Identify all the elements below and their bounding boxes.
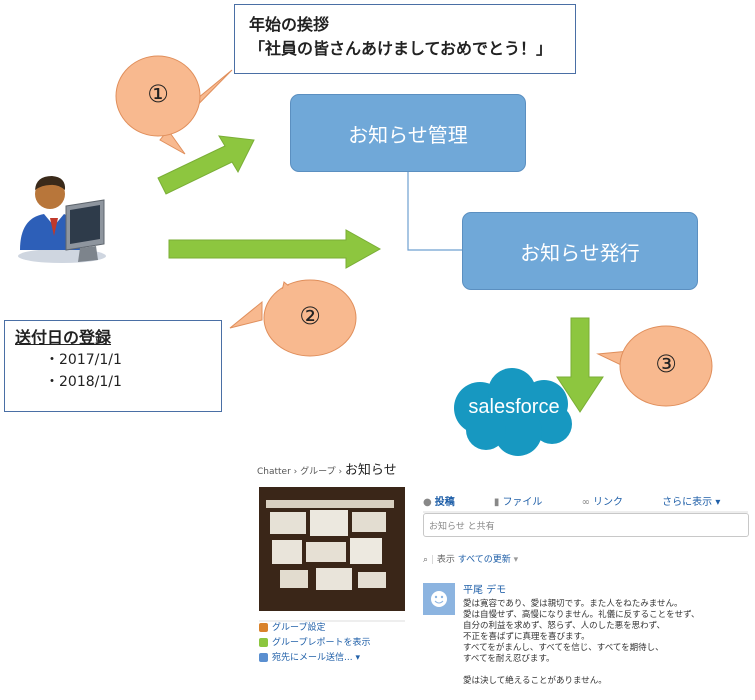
arrow-down-to-salesforce: [556, 317, 604, 413]
salesforce-logo-text: salesforce: [468, 396, 560, 418]
post-line: 不正を喜ばずに真理を喜びます。: [463, 632, 590, 642]
post-line: 自分の利益を求めず、怒らず、人のした悪を思わず、: [463, 621, 666, 631]
post-line: [463, 665, 743, 676]
email-icon: [259, 653, 268, 662]
publisher-tabs: ●投稿 ▮ファイル ∞リンク さらに表示 ▾: [423, 493, 749, 511]
arrow-to-publish: [168, 229, 382, 269]
filter-select[interactable]: すべての更新: [457, 555, 511, 565]
post-line: 愛は寛容であり、愛は親切です。また人をねたみません。: [463, 599, 683, 609]
post-author[interactable]: 平尾 デモ: [463, 585, 507, 596]
group-settings-link[interactable]: グループ設定: [259, 621, 407, 636]
callout-greeting: 年始の挨拶 「社員の皆さんあけましておめでとう！」: [234, 4, 576, 74]
speech-bubble-icon: ●: [423, 497, 432, 508]
send-date-item: ・2017/1/1: [45, 352, 122, 368]
search-icon[interactable]: ⌕: [423, 555, 429, 565]
callout-send-dates: 送付日の登録 ・2017/1/1 ・2018/1/1: [4, 320, 222, 412]
settings-icon: [259, 623, 268, 632]
send-date-item: ・2018/1/1: [45, 374, 122, 390]
callout-greeting-message: 「社員の皆さんあけましておめでとう！」: [249, 39, 553, 58]
tab-post[interactable]: ●投稿: [423, 497, 455, 508]
file-icon: ▮: [493, 497, 500, 508]
tab-link[interactable]: ∞リンク: [581, 497, 623, 508]
group-report-link[interactable]: グループレポートを表示: [259, 636, 407, 651]
post-input[interactable]: お知らせ と共有: [423, 513, 749, 537]
process-box-manage: お知らせ管理: [290, 94, 526, 172]
group-actions: グループ設定 グループレポートを表示 宛先にメール送信... ▾: [259, 621, 407, 666]
tab-more[interactable]: さらに表示 ▾: [662, 497, 721, 508]
process-box-publish: お知らせ発行: [462, 212, 698, 290]
link-icon: ∞: [581, 497, 590, 508]
group-email-link[interactable]: 宛先にメール送信... ▾: [259, 651, 407, 666]
step-label-1: ①: [147, 80, 169, 108]
user-at-computer-icon: [18, 176, 106, 263]
feed-filter: ⌕ | 表示 すべての更新 ▾: [423, 555, 519, 565]
tab-file[interactable]: ▮ファイル: [493, 497, 543, 508]
report-icon: [259, 638, 268, 647]
post-line: すべてをがまんし、すべてを信じ、すべてを期待し、: [463, 643, 664, 653]
connector-line: [407, 172, 462, 251]
post-line: 愛は自慢せず、高慢になりません。礼儀に反することをせず、: [463, 610, 700, 620]
salesforce-cloud-icon: [454, 368, 572, 456]
breadcrumb-path[interactable]: Chatter › グループ ›: [257, 467, 343, 477]
step-label-2: ②: [299, 302, 321, 330]
group-title: お知らせ: [344, 463, 397, 478]
post-line: 愛は決して絶えることがありません。: [463, 676, 607, 686]
step-label-3: ③: [655, 350, 677, 378]
chatter-group-screenshot: Chatter › グループ › お知らせ グループ設定 グループレポートを表示…: [255, 455, 755, 700]
callout-send-dates-title: 送付日の登録: [15, 328, 112, 347]
arrow-to-manage: [157, 135, 255, 195]
post-line: すべてを耐え忍びます。: [463, 654, 555, 664]
filter-label: 表示: [436, 555, 455, 565]
post-body: 愛は寛容であり、愛は親切です。また人をねたみません。 愛は自慢せず、高慢になりま…: [463, 599, 743, 687]
callout-greeting-title: 年始の挨拶: [249, 15, 330, 34]
breadcrumb: Chatter › グループ › お知らせ: [257, 459, 397, 478]
